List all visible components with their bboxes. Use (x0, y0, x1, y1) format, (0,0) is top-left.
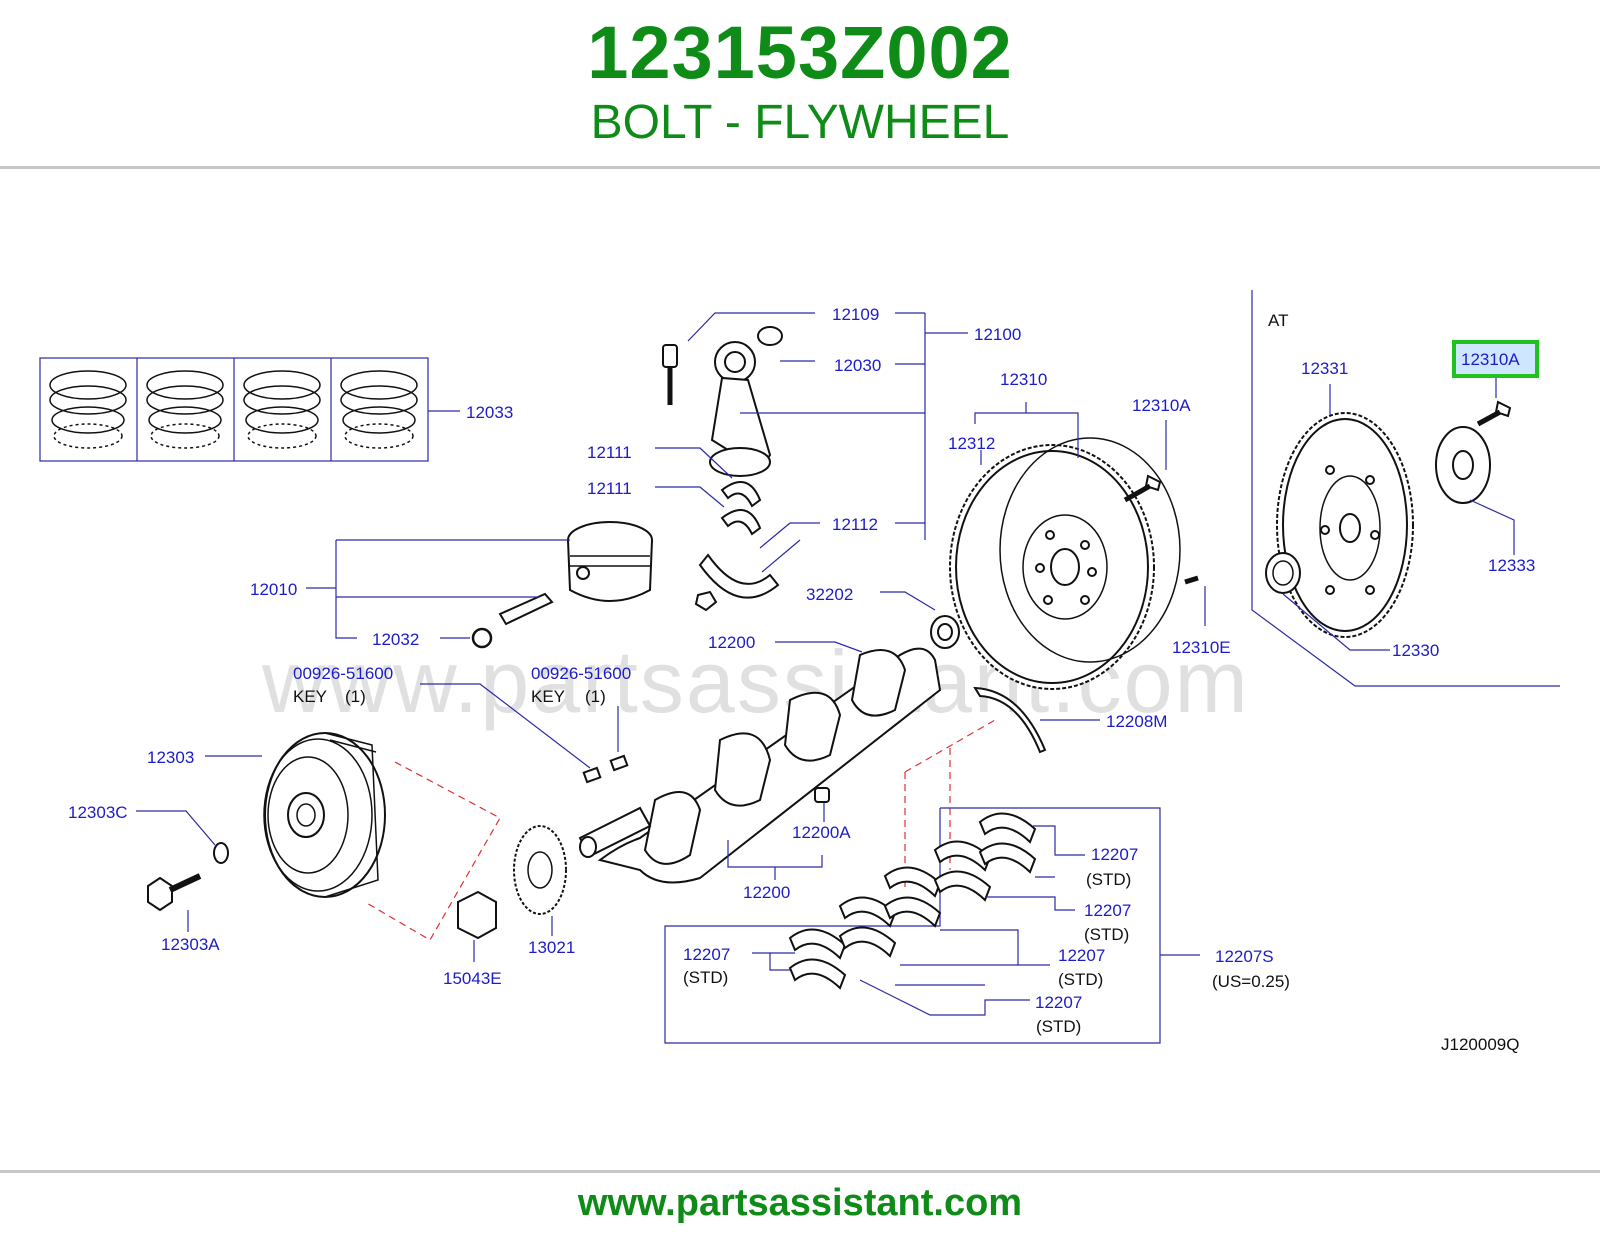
key-right-qty: (1) (585, 687, 606, 706)
label-13021[interactable]: 13021 (528, 938, 575, 957)
label-12109[interactable]: 12109 (832, 305, 879, 324)
label-12112[interactable]: 12112 (832, 515, 878, 534)
label-12310A-main[interactable]: 12310A (1132, 396, 1191, 415)
label-12100[interactable]: 12100 (974, 325, 1021, 344)
label-12310A-inset-highlighted[interactable]: 12310A (1461, 350, 1520, 369)
label-12331[interactable]: 12331 (1301, 359, 1348, 378)
label-12312[interactable]: 12312 (948, 434, 995, 453)
main-bearings-box (664, 807, 1200, 1044)
label-12207-3[interactable]: 12207 (1058, 946, 1105, 965)
part-number-title: 123153Z002 (587, 11, 1013, 94)
label-12207-2-std: (STD) (1084, 925, 1129, 944)
footer-divider (0, 1170, 1600, 1173)
label-12033[interactable]: 12033 (466, 403, 513, 422)
key-left: KEY (293, 687, 327, 706)
drawing-code: J120009Q (1441, 1035, 1519, 1054)
label-12207-4[interactable]: 12207 (683, 945, 730, 964)
label-12030[interactable]: 12030 (834, 356, 881, 375)
parts-diagram: www.partsassistant.com 12033 (39, 290, 1560, 1054)
label-00926-51600-right[interactable]: 00926-51600 (531, 664, 631, 683)
label-12208M[interactable]: 12208M (1106, 712, 1167, 731)
label-12207-4-std: (STD) (683, 968, 728, 987)
label-12207-3-std: (STD) (1058, 970, 1103, 989)
label-12303[interactable]: 12303 (147, 748, 194, 767)
label-12207S-us: (US=0.25) (1212, 972, 1290, 991)
crankshaft (420, 641, 942, 884)
header-divider (0, 166, 1600, 169)
label-12111-upper[interactable]: 12111 (587, 443, 632, 462)
label-12200-bottom[interactable]: 12200 (743, 883, 790, 902)
label-12310[interactable]: 12310 (1000, 370, 1047, 389)
footer-url-link[interactable]: www.partsassistant.com (577, 1182, 1023, 1224)
connecting-rod-assembly (655, 312, 968, 612)
crank-pulley (136, 719, 996, 962)
label-12207S[interactable]: 12207S (1215, 947, 1274, 966)
label-12032[interactable]: 12032 (372, 630, 419, 649)
label-15043E[interactable]: 15043E (443, 969, 502, 988)
inset-title-at: AT (1268, 311, 1288, 330)
label-12207-5[interactable]: 12207 (1035, 993, 1082, 1012)
label-12303C[interactable]: 12303C (68, 803, 128, 822)
label-12207-5-std: (STD) (1036, 1017, 1081, 1036)
label-12303A[interactable]: 12303A (161, 935, 220, 954)
key-left-qty: (1) (345, 687, 366, 706)
page-header: 123153Z002 BOLT - FLYWHEEL (0, 0, 1600, 170)
highlight-box-12310A (1452, 340, 1539, 378)
flywheel-main (880, 402, 1206, 754)
key-right: KEY (531, 687, 565, 706)
label-32202[interactable]: 32202 (806, 585, 853, 604)
label-12200A[interactable]: 12200A (792, 823, 851, 842)
piston-rings-box (39, 357, 460, 462)
label-12207-1-std: (STD) (1086, 870, 1131, 889)
label-12111-lower[interactable]: 12111 (587, 479, 632, 498)
label-12310E[interactable]: 12310E (1172, 638, 1231, 657)
label-12200-top[interactable]: 12200 (708, 633, 755, 652)
label-00926-51600-left[interactable]: 00926-51600 (293, 664, 393, 683)
label-12333[interactable]: 12333 (1488, 556, 1535, 575)
label-12207-2[interactable]: 12207 (1084, 901, 1131, 920)
label-12330[interactable]: 12330 (1392, 641, 1439, 660)
part-name-subtitle: BOLT - FLYWHEEL (590, 96, 1010, 149)
label-12207-1[interactable]: 12207 (1091, 845, 1138, 864)
piston-assembly (306, 521, 653, 649)
at-inset (1251, 290, 1560, 687)
label-12010[interactable]: 12010 (250, 580, 297, 599)
